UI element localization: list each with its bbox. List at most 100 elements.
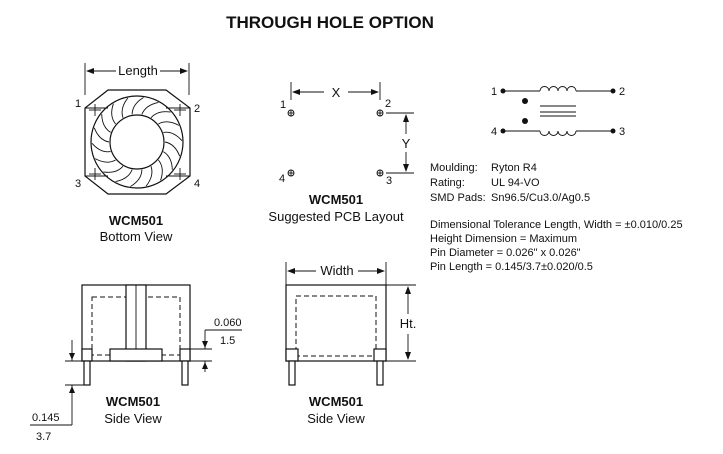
pin-label-4: 4 — [194, 178, 200, 190]
pin-label-2: 2 — [194, 103, 200, 115]
side-left-dim-top: 0.060 — [214, 317, 242, 329]
toroid-inner — [109, 114, 165, 170]
side-view-right: Width Ht. WCM501 Side View — [285, 262, 417, 426]
pcb-pad-2 — [376, 109, 384, 117]
side-left-base-notch — [109, 348, 163, 362]
dim-arrow — [69, 386, 75, 393]
dim-arrow — [287, 268, 295, 274]
schematic-pin-label-1: 1 — [491, 86, 497, 98]
dim-arrow — [202, 341, 208, 348]
x-arrow-left — [292, 89, 300, 95]
y-arrow-bottom — [403, 164, 409, 172]
side-left-pin-left — [83, 360, 91, 386]
winding-stroke — [111, 103, 116, 125]
side-left-pin-right — [181, 360, 189, 386]
winding-stroke — [121, 97, 129, 118]
tolerance-line-2: Height Dimension = Maximum — [430, 233, 577, 245]
winding-stroke — [101, 114, 111, 133]
pin-label-1: 1 — [75, 98, 81, 110]
side-left-pin-dim-bottom: 3.7 — [36, 431, 51, 443]
winding-stroke — [158, 121, 180, 126]
spec-value-rating: UL 94-VO — [491, 177, 540, 189]
spec-label-moulding: Moulding: — [430, 162, 478, 174]
pcb-pin-label-4: 4 — [279, 173, 285, 185]
winding-stroke — [163, 151, 173, 170]
page-title: THROUGH HOLE OPTION — [226, 13, 434, 32]
side-right-body — [285, 284, 387, 362]
winding-stroke — [164, 141, 181, 157]
length-arrow-right — [180, 68, 188, 74]
toroid-windings — [91, 97, 183, 187]
side-right-pin-right — [376, 360, 384, 386]
toroid-outer — [90, 95, 184, 189]
dim-arrow — [405, 352, 411, 360]
height-label: Ht. — [400, 316, 417, 331]
tolerance-line-1: Dimensional Tolerance Length, Width = ±0… — [430, 219, 683, 231]
pin-marker-4 — [174, 168, 186, 180]
tolerance-line-3: Pin Diameter = 0.026" x 0.026" — [430, 247, 581, 259]
pcb-layout-model: WCM501 — [309, 192, 363, 207]
side-right-pin-left — [288, 360, 296, 386]
specs-block: Moulding: Ryton R4 Rating: UL 94-VO SMD … — [430, 162, 683, 273]
pin-marker-2 — [174, 104, 186, 116]
spec-value-smd-pads: Sn96.5/Cu3.0/Ag0.5 — [491, 192, 590, 204]
pcb-pad-4 — [287, 169, 295, 177]
pcb-pin-label-3: 3 — [386, 175, 392, 187]
winding-stroke — [150, 111, 171, 119]
length-arrow-left — [86, 68, 94, 74]
side-right-foot-left — [285, 348, 299, 362]
winding-stroke — [115, 169, 133, 183]
width-label: Width — [320, 263, 353, 278]
spec-label-smd-pads: SMD Pads: — [430, 192, 486, 204]
side-right-caption: Side View — [307, 411, 365, 426]
x-label: X — [332, 85, 341, 100]
pin-marker-3 — [89, 168, 101, 180]
side-right-hidden-outline — [295, 295, 377, 357]
bottom-view-caption: Bottom View — [100, 229, 173, 244]
winding-stroke — [93, 127, 110, 143]
side-left-caption: Side View — [104, 411, 162, 426]
winding-stroke — [145, 166, 153, 187]
housing-outline — [84, 89, 191, 195]
pcb-layout-caption: Suggested PCB Layout — [268, 209, 404, 224]
pcb-pad-3 — [376, 169, 384, 177]
pcb-layout: X Y 1 2 4 3 WCM501 Suggested PCB Layout — [268, 82, 414, 224]
schematic-coil-bottom — [539, 130, 577, 136]
winding-stroke — [103, 165, 124, 173]
bottom-view-model: WCM501 — [109, 213, 163, 228]
tolerance-line-4: Pin Length = 0.145/3.7±0.020/0.5 — [430, 261, 593, 273]
winding-stroke — [141, 101, 159, 115]
y-label: Y — [402, 136, 411, 151]
side-right-foot-right — [373, 348, 387, 362]
pin-marker-1 — [89, 104, 101, 116]
spec-label-rating: Rating: — [430, 177, 465, 189]
pin-label-3: 3 — [75, 178, 81, 190]
bottom-view: Length 1 2 3 4 WCM501 Bottom View — [75, 63, 200, 244]
winding-stroke — [163, 131, 183, 141]
schematic-pin-label-3: 3 — [619, 126, 625, 138]
dim-arrow — [202, 362, 208, 369]
schematic-polarity-dot-top — [522, 98, 528, 104]
side-left-model: WCM501 — [106, 394, 160, 409]
side-left-pin-dim-top: 0.145 — [32, 412, 60, 424]
winding-stroke — [158, 159, 163, 181]
x-arrow-right — [371, 89, 379, 95]
length-label: Length — [118, 63, 158, 78]
pcb-pin-label-1: 1 — [280, 99, 286, 111]
winding-stroke — [94, 158, 116, 163]
dim-arrow — [69, 353, 75, 360]
side-left-dim-bottom: 1.5 — [220, 335, 235, 347]
schematic: 1 2 4 3 — [491, 86, 625, 138]
schematic-coil-top — [539, 86, 577, 92]
winding-stroke — [130, 169, 143, 187]
winding-stroke — [91, 143, 111, 153]
spec-value-moulding: Ryton R4 — [491, 162, 537, 174]
schematic-pin-label-4: 4 — [491, 126, 497, 138]
dim-arrow — [405, 286, 411, 294]
side-view-left: 0.060 1.5 0.145 3.7 WCM501 Side View — [30, 284, 242, 443]
side-right-model: WCM501 — [309, 394, 363, 409]
side-left-foot-right — [179, 348, 191, 362]
winding-stroke — [131, 97, 144, 115]
dim-arrow — [377, 268, 385, 274]
